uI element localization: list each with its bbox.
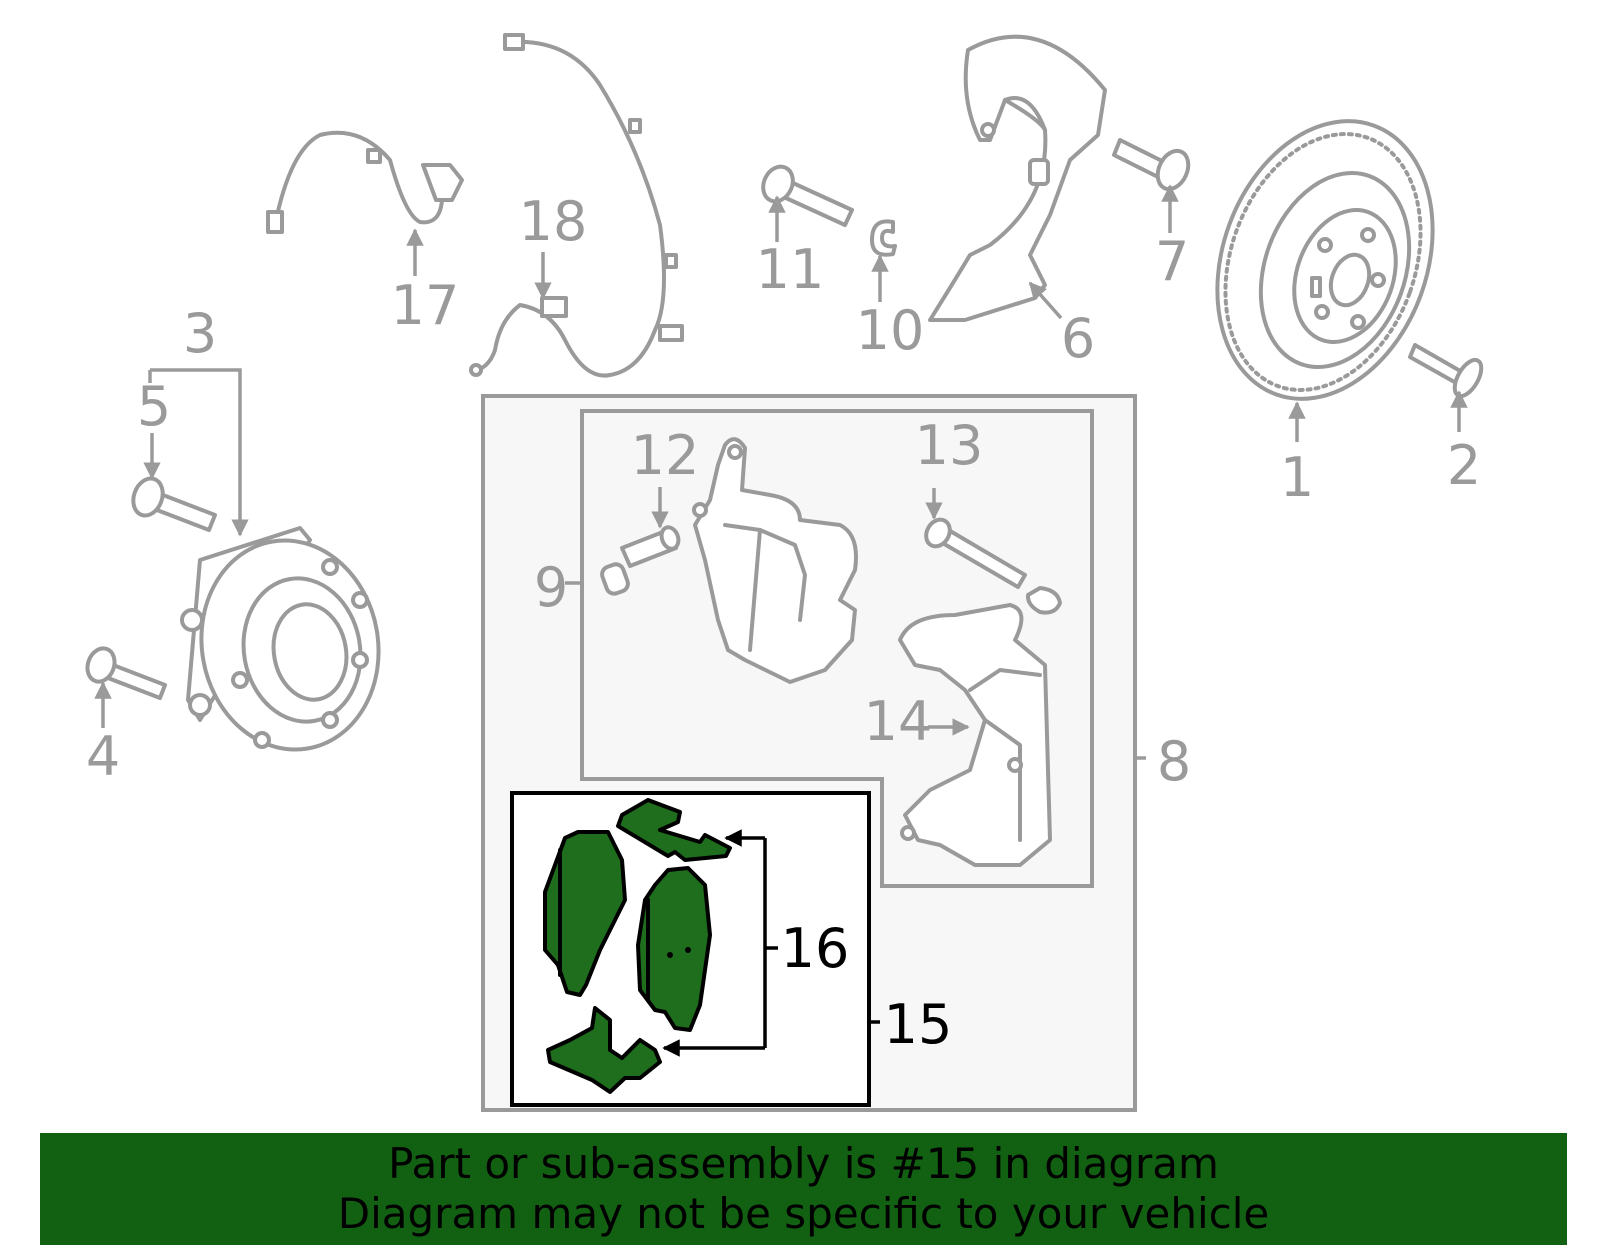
callout-2: 2	[1447, 434, 1481, 497]
callout-15: 15	[884, 993, 953, 1056]
guide-pin-12	[600, 525, 681, 596]
brake-pad-inner	[636, 866, 712, 1032]
leader-lines	[94, 184, 1468, 1057]
knuckle-bolt-4	[85, 646, 167, 700]
callout-13: 13	[915, 414, 984, 477]
callout-12: 12	[631, 424, 700, 487]
callout-16: 16	[781, 917, 850, 980]
callout-17: 17	[391, 274, 460, 337]
callout-3: 3	[183, 302, 217, 365]
info-banner: Part or sub-assembly is #15 in diagram D…	[40, 1133, 1567, 1245]
banner-line-disclaimer: Diagram may not be specific to your vehi…	[337, 1189, 1270, 1238]
pad-clip-lower	[546, 1006, 662, 1094]
caliper-subassembly-box	[580, 409, 1094, 888]
dust-shield	[928, 34, 1107, 322]
brake-rotor	[1215, 119, 1435, 401]
guide-bolt-13	[924, 517, 1062, 615]
brake-pad-outer	[543, 830, 627, 997]
speed-sensor-wire-17	[266, 130, 464, 234]
caliper-bracket	[898, 603, 1052, 867]
callout-10: 10	[856, 299, 925, 362]
clip	[870, 219, 897, 257]
callout-6: 6	[1061, 307, 1095, 370]
callout-11: 11	[756, 238, 825, 301]
callout-7: 7	[1155, 230, 1189, 293]
speed-sensor-wire-18	[469, 33, 684, 378]
hub-bearing	[180, 526, 381, 752]
callout-1: 1	[1280, 446, 1314, 509]
callout-4: 4	[86, 725, 120, 788]
callout-18: 18	[519, 190, 588, 253]
rotor-screw	[1408, 343, 1484, 399]
bolt-7	[1112, 138, 1191, 192]
callout-8: 8	[1157, 730, 1191, 793]
callout-9: 9	[534, 556, 568, 619]
pad-clip-upper	[616, 798, 732, 862]
guide-bolt-11	[761, 164, 854, 227]
banner-line-part: Part or sub-assembly is #15 in diagram	[388, 1139, 1219, 1188]
hub-bolt-5	[131, 476, 217, 532]
caliper-body	[692, 437, 858, 684]
callout-5: 5	[137, 375, 171, 438]
callout-14: 14	[864, 690, 933, 753]
brake-pad-kit	[543, 798, 732, 1094]
